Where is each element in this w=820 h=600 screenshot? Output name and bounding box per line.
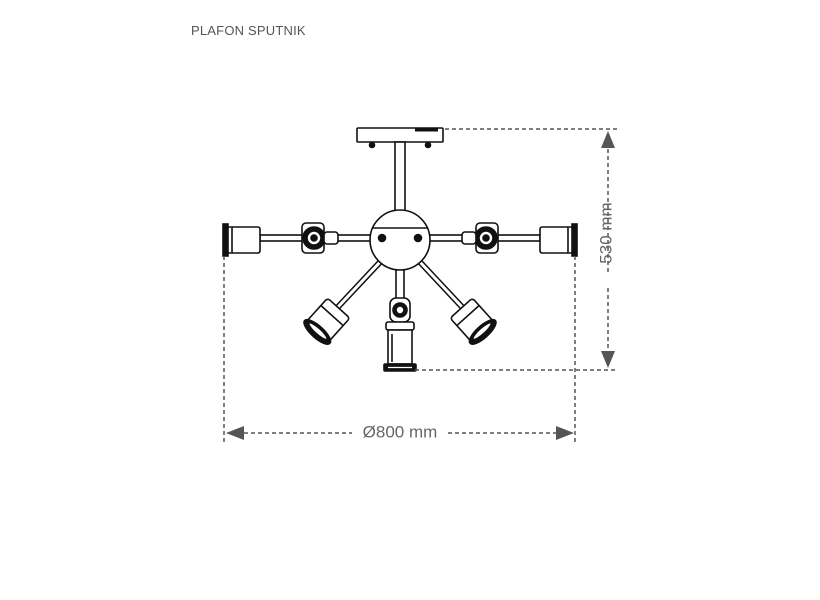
- height-label: 530 mm: [596, 202, 615, 263]
- socket-outer-left: [222, 223, 261, 257]
- hub-sphere: [369, 209, 431, 271]
- central-rod: [394, 141, 406, 215]
- socket-outer-right: [539, 223, 578, 257]
- socket-inner-right: [461, 222, 499, 254]
- lamp-fixture: [222, 127, 578, 372]
- diameter-dimension: [223, 256, 576, 442]
- socket-lower-right: [450, 298, 497, 345]
- socket-inner-left: [301, 222, 339, 254]
- product-title: PLAFON SPUTNIK: [191, 23, 306, 38]
- diameter-label: Ø800 mm: [363, 422, 438, 441]
- socket-bottom: [383, 297, 417, 372]
- height-dimension: [415, 128, 618, 371]
- socket-lower-left: [303, 298, 350, 345]
